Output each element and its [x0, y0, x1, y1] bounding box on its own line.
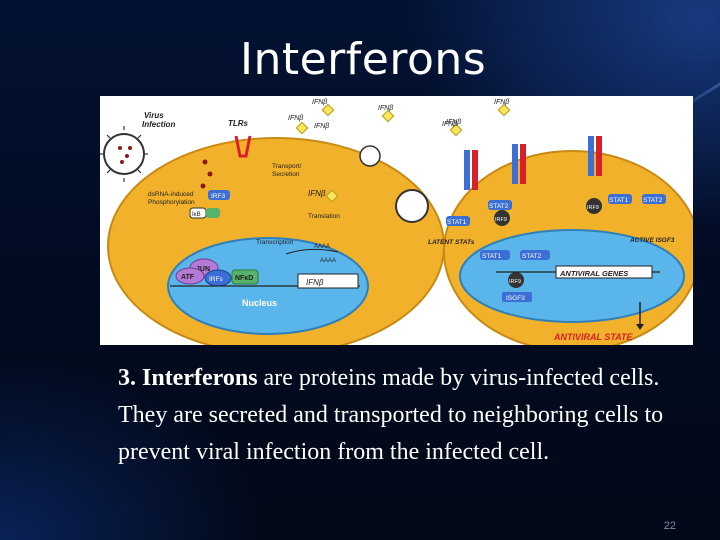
label-isgf3: ISGF3: [506, 295, 525, 302]
irf9-protein: [494, 210, 510, 226]
label-irf9-active: IRF9: [587, 205, 599, 211]
label-ikb: IκB: [192, 212, 201, 218]
ifn-beta-molecules: [295, 103, 511, 203]
mrna-strand: [285, 248, 339, 255]
stat2-nuclear: [520, 250, 550, 260]
tlr-receptor: [234, 135, 252, 158]
label-ifnb-center: IFNβ: [308, 189, 326, 198]
label-aaaa: AAAA: [314, 244, 330, 250]
label-ifnb: IFNβ: [312, 99, 327, 106]
label-antiviral-state: ANTIVIRAL STATE: [553, 332, 633, 342]
label-ifnb: IFNβ: [446, 119, 461, 126]
label-ifnb: IFNβ: [288, 115, 303, 122]
stat2-active: [642, 194, 666, 204]
label-stat2-active: STAT2: [643, 197, 663, 204]
ifn-receptors: [464, 136, 602, 190]
caption-body: are proteins made by virus-infected cell…: [118, 365, 664, 465]
label-latent-stats: LATENT STATs: [428, 239, 475, 246]
isgf3-complex: [502, 292, 532, 302]
label-ifnb-right-mid: IFNβ: [442, 121, 457, 128]
label-stat1-nuclear: STAT1: [482, 253, 502, 260]
label-jun: JUN: [196, 266, 210, 273]
label-translation: Translation: [308, 213, 340, 220]
label-stat1: STAT1: [447, 219, 467, 226]
label-transcription: Transcription: [256, 239, 294, 246]
stat1-active: [608, 194, 632, 204]
label-transport: Transport/Secretion: [272, 163, 302, 178]
label-active-isgf3: ACTIVE ISGF3: [629, 237, 675, 244]
label-irfs: IRFs: [209, 276, 223, 283]
ifnb-gene-box: [297, 273, 359, 289]
nfkd-protein: [231, 269, 259, 285]
label-aaaa: AAAA: [320, 258, 336, 264]
virus-spikes: [100, 126, 148, 182]
label-stat2-nuclear: STAT2: [522, 253, 542, 260]
label-nfkd: NFκD: [235, 275, 253, 282]
arrow-head: [636, 324, 644, 330]
label-ifnb: IFNβ: [314, 123, 329, 130]
stat1-nuclear: [480, 250, 510, 260]
irf3-protein: [208, 190, 230, 200]
antiviral-genes-box: [555, 265, 653, 279]
label-stat2: STAT2: [489, 203, 509, 210]
label-ifnb-gene: IFNβ: [306, 278, 324, 287]
caption-lead: 3. Interferons: [118, 365, 258, 391]
virus-particle-small: [359, 145, 381, 167]
label-irf3: IRF3: [211, 193, 225, 200]
label-irf9: IRF9: [495, 217, 507, 223]
label-antiviral-genes: ANTIVIRAL GENES: [559, 269, 628, 278]
page-number: 22: [663, 520, 676, 532]
slide-title: Interferons: [240, 34, 487, 85]
stat2-protein: [488, 200, 512, 210]
label-atf: ATF: [181, 274, 195, 281]
label-nucleus: Nucleus: [242, 298, 277, 308]
irf9-nuclear: [508, 272, 524, 288]
label-irf9-nuclear: IRF9: [509, 279, 521, 285]
atf-protein: [175, 267, 205, 285]
slide-caption: 3. Interferons are proteins made by viru…: [118, 360, 678, 471]
label-ifnb-right: IFNβ: [494, 99, 509, 106]
virus-particle-exit: [395, 189, 429, 223]
stat1-protein: [446, 216, 470, 226]
virus-particle: [103, 133, 145, 175]
label-stat1-active: STAT1: [609, 197, 629, 204]
irf9-active: [586, 198, 602, 214]
nfkb-protein: [206, 208, 220, 218]
label-tlrs: TLRs: [228, 119, 249, 128]
label-ifnb: IFNβ: [378, 105, 393, 112]
